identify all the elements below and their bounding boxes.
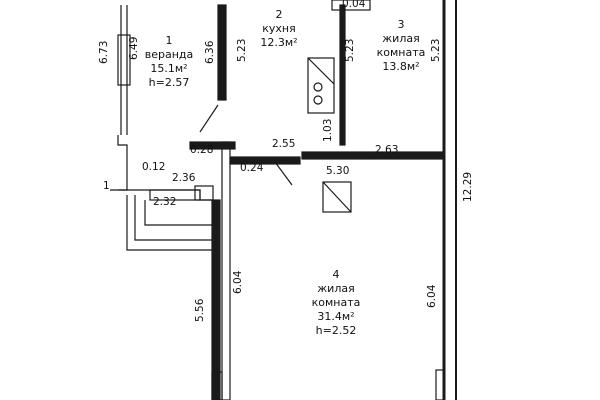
room-2-area: 12.3м² xyxy=(260,36,298,49)
room-4-name-line2: комната xyxy=(311,296,361,309)
porch-box xyxy=(149,189,201,201)
porch-box-2 xyxy=(194,185,214,201)
room-3-area: 13.8м² xyxy=(382,60,420,73)
top-box xyxy=(331,0,371,11)
room-3-name-line2: комната xyxy=(376,46,426,59)
dim-5-30: 5.30 xyxy=(326,165,350,177)
door-swing-room4 xyxy=(274,161,293,186)
room-2-name: кухня xyxy=(262,22,296,35)
stove xyxy=(307,57,335,114)
door-swing-veranda xyxy=(199,104,219,133)
dim-0-04: 0.04 xyxy=(342,0,366,10)
wall-veranda-bottom xyxy=(189,141,236,150)
dim-2-32: 2.32 xyxy=(153,196,177,208)
room-3-label: 3 жилая комната 13.8м² xyxy=(362,18,440,74)
room-1-height: h=2.57 xyxy=(148,76,190,89)
room-4-area: 31.4м² xyxy=(317,310,355,323)
window-room4-right xyxy=(435,369,445,400)
room-1-number: 1 xyxy=(165,34,173,47)
room-1-name: веранда xyxy=(144,48,194,61)
dim-0-12: 0.12 xyxy=(142,161,166,173)
room-4-name-line1: жилая xyxy=(317,282,355,295)
dim-2-36: 2.36 xyxy=(172,172,196,184)
chimney xyxy=(322,181,352,213)
stove-burner-1 xyxy=(313,82,323,92)
room-4-number: 4 xyxy=(332,268,340,281)
wall-kitchen-room3 xyxy=(339,4,346,146)
room-3-name-line1: жилая xyxy=(382,32,420,45)
veranda-step xyxy=(117,135,128,191)
dim-1: 1 xyxy=(103,180,110,192)
dim-5-56: 5.56 xyxy=(194,298,206,322)
dim-6-04-left: 6.04 xyxy=(232,270,244,294)
dim-6-04-right: 6.04 xyxy=(426,284,438,308)
wall-entry-left xyxy=(221,141,231,400)
wall-room3-bottom xyxy=(301,151,445,160)
dim-6-36: 6.36 xyxy=(204,40,216,64)
room-2-label: 2 кухня 12.3м² xyxy=(250,8,308,50)
room-2-number: 2 xyxy=(275,8,283,21)
dim-6-73: 6.73 xyxy=(98,40,110,64)
dim-5-23-kitchen: 5.23 xyxy=(236,38,248,62)
dim-5-23-stove: 5.23 xyxy=(344,38,356,62)
window-room4-bottom-left xyxy=(211,371,223,400)
dim-12-29: 12.29 xyxy=(462,171,474,202)
dim-1-03: 1.03 xyxy=(322,118,334,142)
dim-2-55: 2.55 xyxy=(272,138,296,150)
wall-room4-left xyxy=(211,199,221,400)
wall-veranda-kitchen xyxy=(217,4,227,101)
dim-0-24: 0.24 xyxy=(240,162,264,174)
dim-0-28: 0.28 xyxy=(190,144,214,156)
wall-room4-top xyxy=(229,156,301,165)
room-3-number: 3 xyxy=(397,18,405,31)
room-1-label: 1 веранда 15.1м² h=2.57 xyxy=(138,34,200,90)
room-1-area: 15.1м² xyxy=(150,62,188,75)
dim-6-49: 6.49 xyxy=(128,36,140,60)
dim-2-63: 2.63 xyxy=(375,144,399,156)
veranda-window xyxy=(117,34,131,86)
dim-5-23-room3: 5.23 xyxy=(430,38,442,62)
room-4-height: h=2.52 xyxy=(315,324,357,337)
stove-burner-2 xyxy=(313,95,323,105)
room-4-label: 4 жилая комната 31.4м² h=2.52 xyxy=(292,268,380,338)
